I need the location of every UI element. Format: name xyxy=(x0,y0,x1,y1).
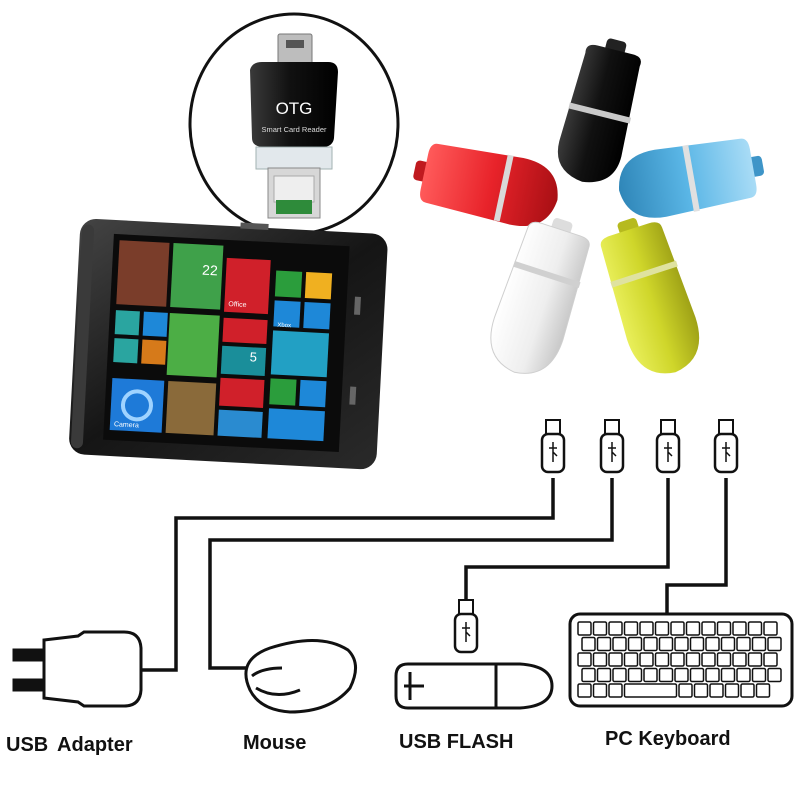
keyboard-key xyxy=(623,652,639,667)
tile-five-number: 5 xyxy=(249,349,257,364)
keyboard-key xyxy=(612,667,627,683)
keyboard-key xyxy=(592,621,608,636)
blue-reader xyxy=(619,138,764,218)
keyboard-key xyxy=(674,636,689,652)
pc-keyboard-label: PC Keyboard xyxy=(605,728,731,750)
keyboard-key xyxy=(747,621,763,636)
keyboard-key xyxy=(767,667,782,683)
mouse-label: Mouse xyxy=(243,732,307,754)
keyboard-key xyxy=(736,636,751,652)
keyboard-key xyxy=(674,667,689,683)
keyboard-key xyxy=(705,636,720,652)
keyboard-key xyxy=(577,652,592,667)
keyboard-key xyxy=(736,667,751,683)
usb-plug-flash xyxy=(655,419,681,474)
keyboard-key xyxy=(658,636,674,652)
keyboard-key xyxy=(678,683,693,698)
keyboard-key xyxy=(608,683,623,698)
usb-flash-icon xyxy=(394,662,554,710)
keyboard-key xyxy=(689,636,705,652)
keyboard-key xyxy=(612,636,627,652)
usb-plug-mouse xyxy=(599,419,625,474)
usb-plug-on-flash xyxy=(453,599,479,654)
phone-screen-tiles: 22 Office 5 Camera Xbox xyxy=(109,240,333,442)
keyboard-key xyxy=(709,683,724,698)
black-reader xyxy=(557,38,641,183)
keyboard-key xyxy=(577,621,592,636)
keyboard-key xyxy=(643,636,658,652)
black-reader-closeup xyxy=(250,33,338,219)
keyboard-key xyxy=(623,683,678,698)
keyboard-key xyxy=(689,667,705,683)
cables xyxy=(141,478,728,672)
keyboard-key xyxy=(701,621,716,636)
keyboard-key xyxy=(658,667,674,683)
usb-plug-adapter xyxy=(540,419,566,474)
yellow-reader xyxy=(600,218,700,374)
keyboard-key xyxy=(732,621,747,636)
keyboard-key xyxy=(716,621,732,636)
keyboard-key xyxy=(732,652,747,667)
usb-plug-keyboard xyxy=(713,419,739,474)
keyboard-key xyxy=(581,636,596,652)
phone: 22 Office 5 Camera Xbox xyxy=(69,218,388,470)
usb-flash-label: USB FLASH xyxy=(399,731,514,753)
keyboard-key xyxy=(670,621,685,636)
keyboard-key xyxy=(670,652,685,667)
keyboard-key xyxy=(724,683,740,698)
keyboard-key xyxy=(685,621,701,636)
keyboard-key xyxy=(763,652,778,667)
keyboard-key xyxy=(654,621,670,636)
keyboard-key xyxy=(623,621,639,636)
keyboard-key xyxy=(654,652,670,667)
keyboard-key xyxy=(627,636,643,652)
keyboard-key xyxy=(720,667,736,683)
keyboard-key xyxy=(581,667,596,683)
keyboard-key xyxy=(705,667,720,683)
keyboard-key xyxy=(643,667,658,683)
keyboard-key xyxy=(751,667,767,683)
mouse-icon xyxy=(244,639,357,714)
keyboard-key xyxy=(608,621,623,636)
usb-adapter-icon xyxy=(12,630,143,708)
keyboard-key xyxy=(740,683,755,698)
keyboard-key xyxy=(592,652,608,667)
usb-adapter-label: USB Adapter xyxy=(6,734,133,756)
keyboard-key xyxy=(747,652,763,667)
keyboard-key xyxy=(639,652,654,667)
keyboard-key xyxy=(763,621,778,636)
tile-date-number: 22 xyxy=(202,262,219,279)
keyboard-key xyxy=(755,683,771,698)
tile-xbox-label: Xbox xyxy=(277,323,291,330)
keyboard-key xyxy=(685,652,701,667)
keyboard-key xyxy=(608,652,623,667)
keyboard-key xyxy=(596,667,612,683)
keyboard-key xyxy=(720,636,736,652)
keyboard-key xyxy=(639,621,654,636)
keyboard-key xyxy=(577,683,592,698)
red-reader xyxy=(413,143,558,227)
keyboard-key xyxy=(716,652,732,667)
keyboard-key xyxy=(701,652,716,667)
keyboard-key xyxy=(751,636,767,652)
pc-keyboard-icon xyxy=(568,612,794,708)
keyboard-key xyxy=(596,636,612,652)
white-reader xyxy=(490,218,590,374)
keyboard-key xyxy=(767,636,782,652)
keyboard-key xyxy=(693,683,709,698)
keyboard-key xyxy=(627,667,643,683)
tile-camera-label: Camera xyxy=(114,421,139,429)
keyboard-key xyxy=(592,683,608,698)
tile-office-label: Office xyxy=(228,301,247,309)
